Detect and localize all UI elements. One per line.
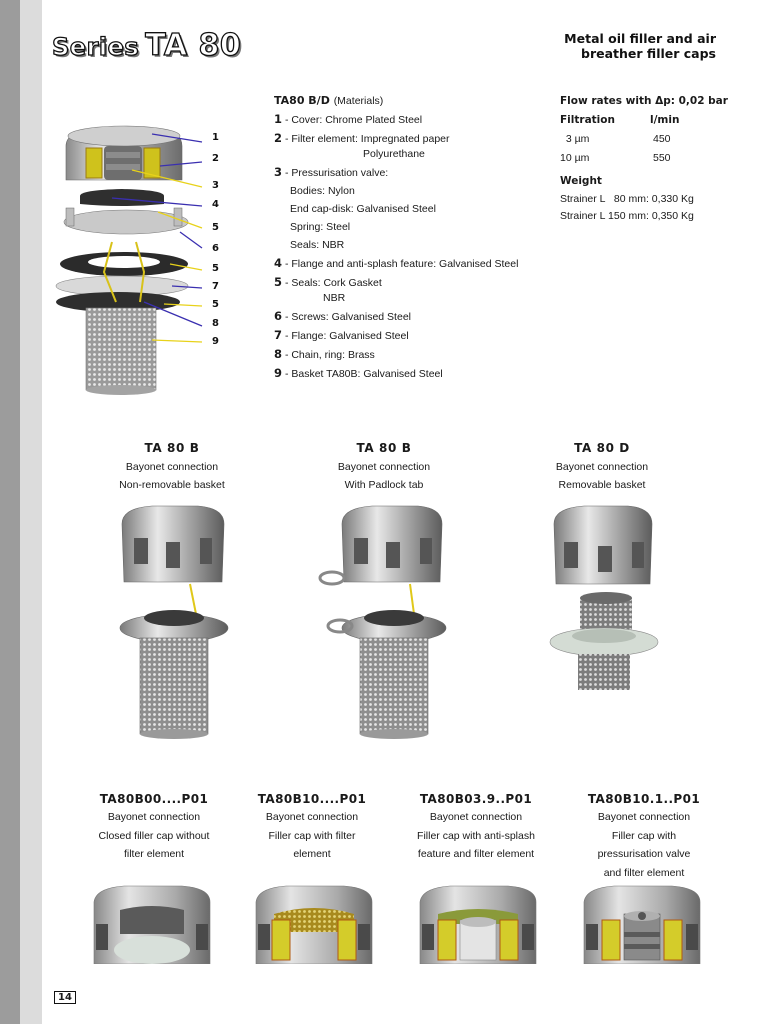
- callout-5c: 5: [212, 299, 219, 310]
- material-item-2-extra: Polyurethane: [363, 148, 425, 160]
- row-1-filtration: 3 µm: [560, 133, 590, 145]
- material-item-7: 7 - Flange: Galvanised Steel: [274, 328, 409, 342]
- cap-image-pressurisation-valve: [583, 885, 701, 964]
- callout-3: 3: [212, 180, 219, 191]
- page-margin-strip-light: [20, 0, 42, 1024]
- page-subtitle: Metal oil filler and air breather filler…: [564, 31, 716, 61]
- material-item-3-sub-2: End cap-disk: Galvanised Steel: [290, 203, 436, 215]
- variant-ta80b-padlock: TA 80 B Bayonet connection With Padlock …: [337, 441, 431, 491]
- page-number: 14: [54, 991, 76, 1004]
- material-item-3-sub-1: Bodies: Nylon: [290, 185, 355, 197]
- subtitle-line-2: breather filler caps: [581, 46, 716, 61]
- product-code-ta80b10-1-p01: TA80B10.1..P01 Bayonet connection Filler…: [587, 792, 701, 879]
- flow-rates-title: Flow rates with Δp: 0,02 bar: [560, 95, 728, 107]
- callout-5b: 5: [212, 263, 219, 274]
- callout-4: 4: [212, 199, 219, 210]
- material-item-5-extra: NBR: [323, 292, 346, 304]
- callout-1: 1: [212, 132, 219, 143]
- weight-line-2: Strainer L 150 mm: 0,350 Kg: [560, 210, 694, 222]
- product-image-ta80d-removable: [549, 505, 659, 690]
- col-header-flow: l/min: [650, 114, 680, 126]
- variant-ta80d-removable: TA 80 D Bayonet connection Removable bas…: [555, 441, 649, 491]
- material-item-1: 1 - Cover: Chrome Plated Steel: [274, 112, 423, 126]
- callout-7: 7: [212, 281, 219, 292]
- variant-ta80b-nonremovable: TA 80 B Bayonet connection Non-removable…: [119, 441, 225, 491]
- subtitle-line-1: Metal oil filler and air: [564, 31, 716, 46]
- product-image-ta80b-nonremovable: [119, 505, 229, 739]
- material-item-4: 4 - Flange and anti-splash feature: Galv…: [274, 256, 519, 270]
- weight-line-1: Strainer L 80 mm: 0,330 Kg: [560, 193, 694, 205]
- product-code-ta80b03-9-p01: TA80B03.9..P01 Bayonet connection Filler…: [417, 792, 535, 860]
- material-item-8: 8 - Chain, ring: Brass: [274, 347, 375, 361]
- page-margin-strip-dark: [0, 0, 20, 1024]
- row-2-flow: 550: [653, 152, 671, 164]
- callout-9: 9: [212, 336, 219, 347]
- product-code-ta80b10-p01: TA80B10....P01 Bayonet connection Filler…: [257, 792, 367, 860]
- title-series: Series: [51, 32, 140, 61]
- product-image-ta80b-padlock: [318, 505, 447, 739]
- callout-8: 8: [212, 318, 219, 329]
- weight-title: Weight: [560, 175, 602, 187]
- callout-6: 6: [212, 243, 219, 254]
- callout-5a: 5: [212, 222, 219, 233]
- materials-heading: TA80 B/D (Materials): [274, 94, 384, 107]
- exploded-filler-cap-illustration: [55, 125, 203, 395]
- row-2-filtration: 10 µm: [560, 152, 590, 164]
- col-header-filtration: Filtration: [560, 114, 615, 126]
- material-item-3-sub-4: Seals: NBR: [290, 239, 345, 251]
- cap-image-anti-splash: [419, 885, 537, 964]
- specs-panel: Flow rates with Δp: 0,02 bar Filtration …: [560, 92, 750, 225]
- material-item-2: 2 - Filter element: Impregnated paper: [274, 131, 450, 145]
- callout-2: 2: [212, 153, 219, 164]
- material-item-6: 6 - Screws: Galvanised Steel: [274, 309, 411, 323]
- flow-rates-table: Filtration l/min 3 µm 450 10 µm 550: [560, 111, 750, 168]
- product-code-ta80b00-p01: TA80B00....P01 Bayonet connection Closed…: [98, 792, 210, 860]
- exploded-view-diagram: 1 2 3 4 5 6 5 7 5 8 9: [52, 112, 232, 402]
- material-item-9: 9 - Basket TA80B: Galvanised Steel: [274, 366, 443, 380]
- cap-image-closed-no-filter: [93, 885, 211, 964]
- materials-list: TA80 B/D (Materials) 1 - Cover: Chrome P…: [274, 92, 544, 383]
- material-item-3: 3 - Pressurisation valve:: [274, 165, 389, 179]
- title-model: TA 80: [145, 27, 242, 63]
- cap-image-filter-element: [255, 885, 373, 964]
- row-1-flow: 450: [653, 133, 671, 145]
- material-item-5: 5 - Seals: Cork Gasket: [274, 275, 382, 289]
- material-item-3-sub-3: Spring: Steel: [290, 221, 351, 233]
